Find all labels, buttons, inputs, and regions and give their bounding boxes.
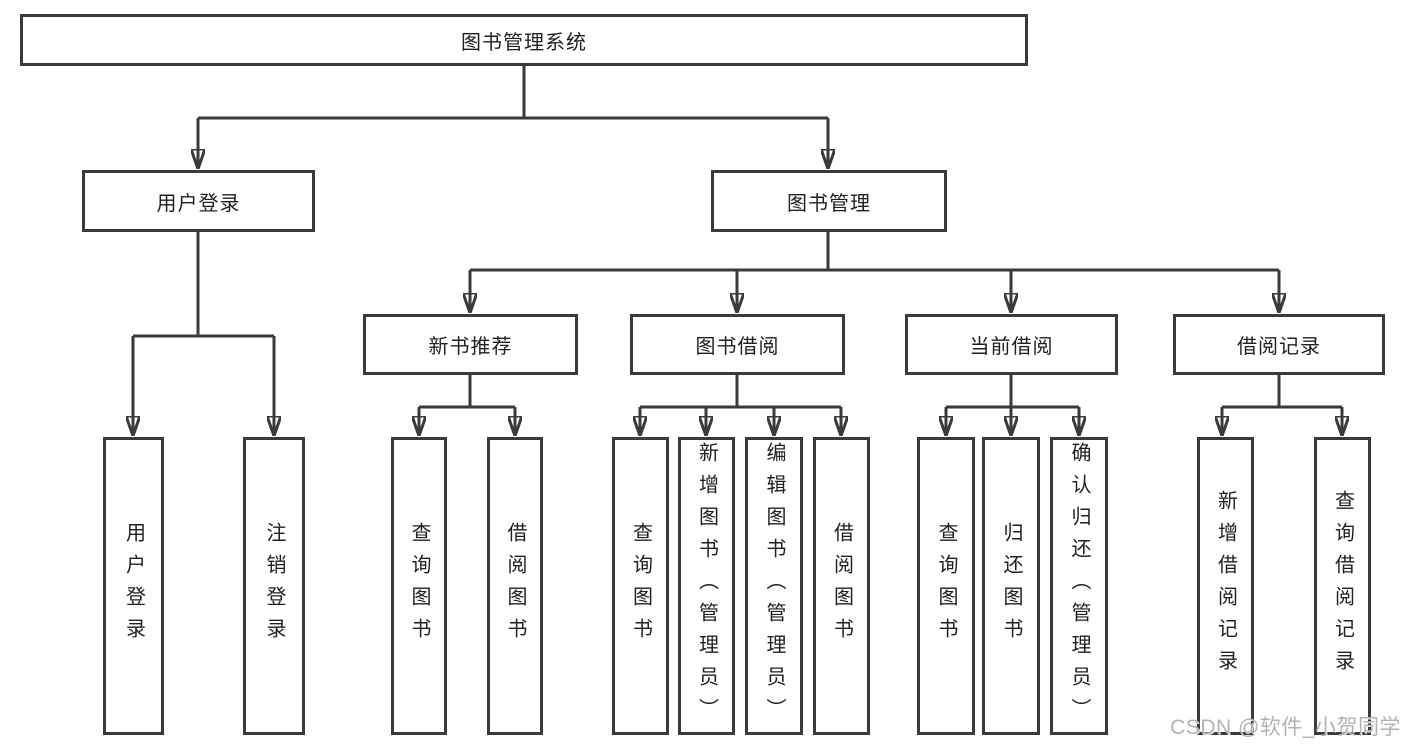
leaf-add-borrow-record: 新增借阅记录 xyxy=(1197,437,1254,735)
connector-root-to-level2 xyxy=(198,66,828,169)
node-new-book-recommend: 新书推荐 xyxy=(363,314,578,375)
leaf-confirm-return-admin: 确认归还（管理员） xyxy=(1050,437,1108,735)
leaf-label: 用户登录 xyxy=(122,522,145,650)
node-label: 借阅记录 xyxy=(1237,336,1321,358)
node-borrow-records: 借阅记录 xyxy=(1173,314,1385,375)
leaf-label: 新增借阅记录 xyxy=(1214,490,1237,682)
leaf-label: 确认归还（管理员） xyxy=(1068,442,1090,730)
leaf-query-books-current: 查询图书 xyxy=(917,437,975,735)
leaf-edit-books-admin: 编辑图书（管理员） xyxy=(745,437,803,735)
connector-borrow-records-to-leaves xyxy=(1222,375,1342,436)
leaf-query-books-borrowing: 查询图书 xyxy=(612,437,669,735)
connector-new-book-recommend-to-leaves xyxy=(419,375,515,436)
leaf-logout: 注销登录 xyxy=(243,437,305,735)
leaf-query-books-recommend: 查询图书 xyxy=(391,437,447,735)
leaf-label: 借阅图书 xyxy=(504,522,526,650)
csdn-watermark: CSDN @软件_小贺同学 xyxy=(1170,716,1401,739)
connector-book-borrowing-to-leaves xyxy=(640,375,841,436)
leaf-label: 新增图书（管理员） xyxy=(695,442,718,730)
node-label: 图书管理系统 xyxy=(461,31,587,54)
leaf-label: 借阅图书 xyxy=(830,522,853,650)
node-user-login-group: 用户登录 xyxy=(82,170,315,232)
node-book-borrowing: 图书借阅 xyxy=(630,314,845,375)
leaf-label: 查询借阅记录 xyxy=(1331,490,1354,682)
node-label: 图书借阅 xyxy=(695,336,780,358)
leaf-label: 查询图书 xyxy=(629,522,652,650)
leaf-query-borrow-record: 查询借阅记录 xyxy=(1314,437,1371,735)
node-label: 图书管理 xyxy=(787,192,871,215)
node-root-library-system: 图书管理系统 xyxy=(20,14,1028,66)
leaf-label: 查询图书 xyxy=(935,522,957,650)
leaf-label: 查询图书 xyxy=(408,522,430,650)
leaf-label: 注销登录 xyxy=(263,522,285,650)
leaf-return-books: 归还图书 xyxy=(982,437,1040,735)
leaf-add-books-admin: 新增图书（管理员） xyxy=(678,437,735,735)
leaf-label: 归还图书 xyxy=(1000,522,1022,650)
leaf-borrow-books-recommend: 借阅图书 xyxy=(487,437,543,735)
connector-book-management-to-level3 xyxy=(470,232,1279,313)
leaf-borrow-books-borrowing: 借阅图书 xyxy=(813,437,870,735)
leaf-user-login: 用户登录 xyxy=(103,437,164,735)
node-label: 新书推荐 xyxy=(428,336,513,358)
node-label: 用户登录 xyxy=(156,192,241,215)
node-current-borrowing: 当前借阅 xyxy=(905,314,1118,375)
connector-user-login-to-leaves xyxy=(133,232,274,436)
node-label: 当前借阅 xyxy=(969,336,1054,358)
connector-current-borrowing-to-leaves xyxy=(946,375,1079,436)
leaf-label: 编辑图书（管理员） xyxy=(763,442,785,730)
node-book-management: 图书管理 xyxy=(711,170,947,232)
